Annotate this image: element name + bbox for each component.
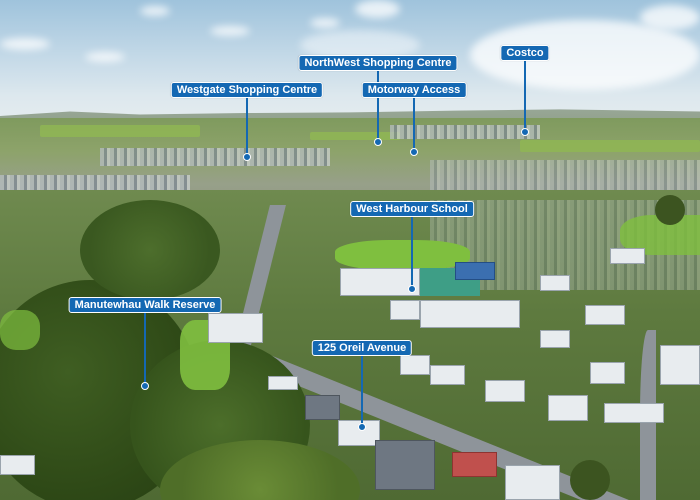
cloud <box>210 26 250 36</box>
pin-line <box>413 96 415 152</box>
pin-line <box>411 215 413 289</box>
house <box>604 403 664 423</box>
location-dot-icon <box>358 423 366 431</box>
school-building <box>340 268 420 296</box>
cloud <box>0 38 50 50</box>
tree <box>570 460 610 500</box>
house <box>268 376 298 390</box>
house <box>540 275 570 291</box>
house <box>590 362 625 384</box>
school-field <box>335 240 470 270</box>
label-northwest-shopping-centre: NorthWest Shopping Centre <box>298 55 458 71</box>
house <box>548 395 588 421</box>
house <box>585 305 625 325</box>
lawn <box>0 310 40 350</box>
location-dot-icon <box>374 138 382 146</box>
house <box>452 452 497 477</box>
location-dot-icon <box>410 148 418 156</box>
cloud <box>310 18 340 28</box>
location-dot-icon <box>141 382 149 390</box>
label-west-harbour-school: West Harbour School <box>350 201 474 217</box>
tree-cluster <box>80 200 220 300</box>
cloud <box>355 0 400 18</box>
field <box>520 140 700 152</box>
field <box>40 125 200 137</box>
house <box>430 365 465 385</box>
pin-line <box>524 59 526 132</box>
house <box>660 345 700 385</box>
house <box>305 395 340 420</box>
label-westgate-shopping-centre: Westgate Shopping Centre <box>170 82 324 98</box>
house <box>540 330 570 348</box>
urban-area <box>100 148 330 166</box>
house <box>610 248 645 264</box>
house <box>485 380 525 402</box>
cloud <box>85 52 125 62</box>
location-dot-icon <box>408 285 416 293</box>
school-building <box>390 300 420 320</box>
house <box>400 355 430 375</box>
label-motorway-access: Motorway Access <box>361 82 467 98</box>
label-125-oreil-avenue: 125 Oreil Avenue <box>311 340 413 356</box>
pin-line <box>246 96 248 157</box>
location-dot-icon <box>521 128 529 136</box>
cloud <box>140 6 170 16</box>
tree <box>655 195 685 225</box>
house <box>0 455 35 475</box>
field <box>310 132 400 140</box>
cloud <box>640 5 700 30</box>
house <box>505 465 560 500</box>
urban-area <box>390 125 540 139</box>
school-building <box>455 262 495 280</box>
pin-line <box>361 354 363 427</box>
label-costco: Costco <box>500 45 550 61</box>
location-dot-icon <box>243 153 251 161</box>
apartment-building <box>208 313 263 343</box>
pin-line <box>377 69 379 142</box>
house <box>375 440 435 490</box>
pin-line <box>144 311 146 386</box>
label-manutewhau-walk-reserve: Manutewhau Walk Reserve <box>68 297 222 313</box>
school-building <box>420 300 520 328</box>
